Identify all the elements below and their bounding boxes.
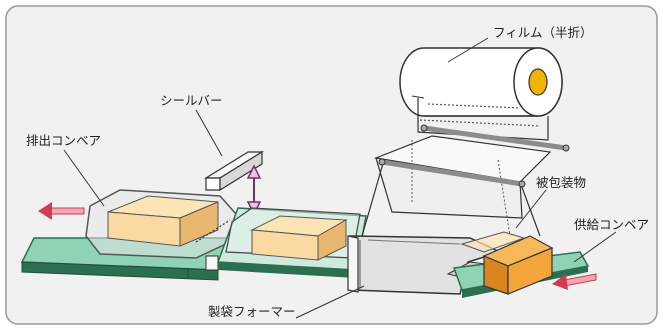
discharge-arrow-icon [38,202,85,220]
seal-anvil [205,255,219,271]
film-label: フィルム（半折） [493,25,593,40]
product-in-tube [225,207,361,261]
seal-bar-label: シールバー [160,93,223,108]
forming-shoulder [361,135,552,237]
film-roll [399,47,563,117]
guide-roller-bottom [378,158,526,188]
packaged-item-label: 被包装物 [536,175,587,190]
supply-arrow-icon [552,273,597,290]
supply-conveyor-label: 供給コンベア [574,217,650,232]
bag-former-label: 製袋フォーマー [208,304,296,319]
leader-lines [63,37,617,319]
discharge-conveyor-label: 排出コンベア [26,133,102,148]
seal-bar [203,150,265,192]
guide-roller-top [420,124,570,152]
sealed-bag [85,189,237,259]
packaged-item [460,231,554,295]
